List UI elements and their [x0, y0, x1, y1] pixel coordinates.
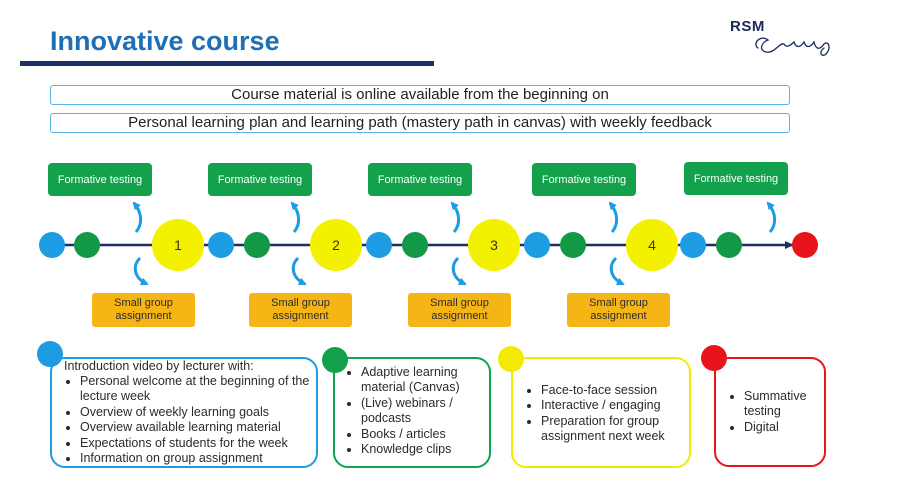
- group-assignment-box: Small group assignment: [567, 293, 670, 327]
- blue-node: [39, 232, 65, 258]
- arrow-up-5: [766, 201, 777, 233]
- green-node: [560, 232, 586, 258]
- group-assignment-box: Small group assignment: [408, 293, 511, 327]
- card-green-dot: [322, 347, 348, 373]
- arrow-up-1: [132, 201, 143, 233]
- card-red-dot: [701, 345, 727, 371]
- arrow-down-2: [291, 256, 307, 286]
- erasmus-signature-icon: [755, 37, 830, 56]
- week-node-1: 1: [152, 219, 204, 271]
- logo-rsm-text: RSM: [730, 18, 765, 35]
- list-item: Personal welcome at the beginning of the…: [80, 374, 316, 405]
- formative-testing-box: Formative testing: [684, 162, 788, 195]
- list-item: Summative testing: [744, 389, 836, 420]
- list-item: Information on group assignment: [80, 451, 316, 466]
- arrow-down-1: [133, 256, 149, 286]
- blue-node: [366, 232, 392, 258]
- list-item: Interactive / engaging: [541, 398, 701, 413]
- list-item: Knowledge clips: [361, 442, 501, 457]
- banner-learning-plan: Personal learning plan and learning path…: [50, 113, 790, 133]
- week-node-2: 2: [310, 219, 362, 271]
- group-assignment-box: Small group assignment: [92, 293, 195, 327]
- formative-testing-box: Formative testing: [208, 163, 312, 196]
- card-learning-material: Adaptive learning material (Canvas) (Liv…: [333, 357, 491, 468]
- card-introduction-video: Introduction video by lecturer with: Per…: [50, 357, 318, 468]
- card-blue-dot: [37, 341, 63, 367]
- card-list: Summative testing Digital: [728, 389, 836, 435]
- formative-testing-box: Formative testing: [532, 163, 636, 196]
- green-node: [244, 232, 270, 258]
- arrow-up-3: [450, 201, 461, 233]
- page-title: Innovative course: [50, 26, 280, 56]
- banner-online-material: Course material is online available from…: [50, 85, 790, 105]
- card-list: Face-to-face session Interactive / engag…: [525, 383, 701, 445]
- week-node-4: 4: [626, 219, 678, 271]
- arrow-down-3: [451, 256, 467, 286]
- green-node: [402, 232, 428, 258]
- red-end-node: [792, 232, 818, 258]
- list-item: Books / articles: [361, 427, 501, 442]
- formative-testing-box: Formative testing: [48, 163, 152, 196]
- arrow-up-2: [290, 201, 301, 233]
- week-node-3: 3: [468, 219, 520, 271]
- arrow-down-4: [609, 256, 625, 286]
- list-item: Expectations of students for the week: [80, 436, 316, 451]
- card-intro-text: Introduction video by lecturer with:: [64, 359, 254, 373]
- list-item: (Live) webinars / podcasts: [361, 396, 501, 427]
- formative-testing-box: Formative testing: [368, 163, 472, 196]
- card-yellow-dot: [498, 346, 524, 372]
- blue-node: [208, 232, 234, 258]
- arrow-up-4: [608, 201, 619, 233]
- list-item: Adaptive learning material (Canvas): [361, 365, 501, 396]
- group-assignment-box: Small group assignment: [249, 293, 352, 327]
- list-item: Digital: [744, 420, 836, 435]
- green-node: [716, 232, 742, 258]
- list-item: Preparation for group assignment next we…: [541, 414, 701, 445]
- card-list: Adaptive learning material (Canvas) (Liv…: [345, 365, 501, 457]
- list-item: Overview available learning material: [80, 420, 316, 435]
- title-underline: [20, 61, 434, 66]
- card-summative-testing: Summative testing Digital: [714, 357, 826, 467]
- green-node: [74, 232, 100, 258]
- card-face-to-face: Face-to-face session Interactive / engag…: [511, 357, 691, 468]
- list-item: Overview of weekly learning goals: [80, 405, 316, 420]
- rsm-erasmus-logo: RSM: [728, 16, 838, 60]
- list-item: Face-to-face session: [541, 383, 701, 398]
- blue-node: [524, 232, 550, 258]
- blue-node: [680, 232, 706, 258]
- card-list: Personal welcome at the beginning of the…: [64, 374, 316, 466]
